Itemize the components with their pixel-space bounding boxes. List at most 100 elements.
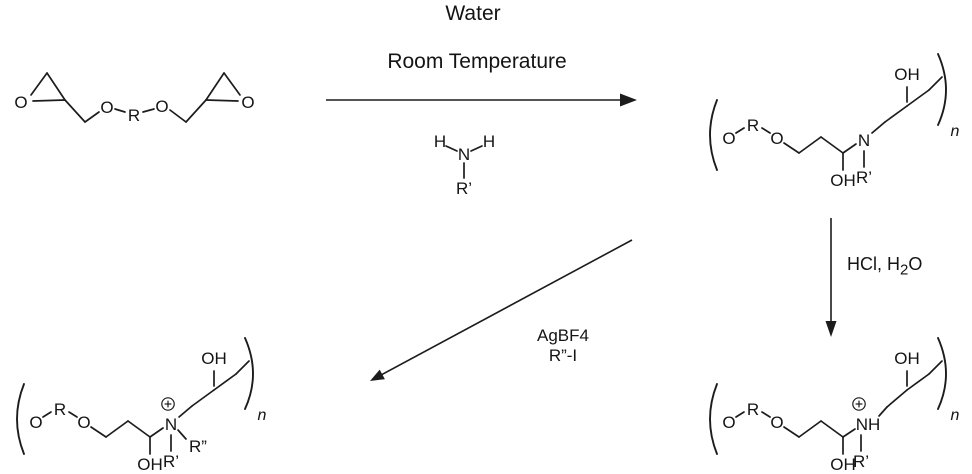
bond — [761, 411, 771, 418]
bond — [213, 373, 237, 391]
bond — [735, 411, 745, 418]
hcl-label-pre: HCl, H — [847, 254, 900, 274]
bond — [842, 143, 857, 154]
bond — [205, 99, 239, 102]
bond — [783, 426, 800, 438]
monomer-diepoxide-structure: O O R O O — [14, 72, 255, 125]
bond — [798, 136, 822, 154]
repeat-subscript-n: n — [951, 123, 960, 140]
bond — [185, 99, 207, 123]
group-oh: OH — [894, 349, 920, 368]
atom-o: O — [770, 129, 783, 148]
group-r-prime: R’ — [456, 179, 472, 198]
atom-n: N — [858, 131, 870, 150]
close-paren — [937, 337, 947, 410]
atom-o: O — [100, 98, 113, 117]
bond — [177, 429, 187, 440]
bond — [105, 420, 129, 438]
reagent-agbf4: AgBF4 — [537, 326, 589, 345]
repeat-subscript-n: n — [951, 407, 960, 424]
reagent-alkyl-iodide: R”-I — [548, 346, 578, 365]
bond — [114, 108, 126, 113]
bond — [842, 428, 856, 438]
arrow-shaft — [380, 239, 633, 376]
arrow-head-icon — [825, 321, 837, 337]
group-oh: OH — [137, 455, 163, 474]
group-r-doubleprime: R” — [189, 437, 207, 456]
open-paren — [709, 383, 718, 455]
bond — [46, 72, 66, 101]
group-r-prime: R’ — [163, 452, 179, 471]
arrow-head-icon — [370, 369, 385, 381]
bond — [798, 420, 822, 438]
bond — [142, 108, 155, 113]
bond — [735, 127, 745, 134]
bond — [928, 76, 943, 91]
group-oh: OH — [201, 349, 227, 368]
hcl-label-sub: 2 — [900, 261, 909, 279]
group-oh: OH — [894, 65, 920, 84]
bond — [191, 389, 215, 407]
condition-solvent: Water — [445, 2, 501, 25]
bond — [127, 420, 151, 438]
atom-o: O — [722, 129, 735, 148]
group-oh: OH — [830, 455, 856, 474]
bond — [871, 121, 886, 134]
reaction-arrow-alkylation — [370, 239, 633, 381]
group-r: R — [747, 400, 759, 419]
bond — [42, 411, 52, 418]
bond — [68, 411, 78, 418]
group-r: R — [54, 400, 66, 419]
atom-h: H — [483, 132, 495, 151]
plus-charge-icon — [852, 397, 866, 411]
bond — [783, 142, 800, 154]
bond — [235, 360, 250, 375]
bond — [884, 105, 908, 123]
bond — [149, 427, 164, 438]
atom-o: O — [14, 93, 27, 112]
open-paren — [709, 99, 718, 171]
reagent-alkylation: AgBF4 R”-I — [537, 326, 589, 366]
atom-h: H — [434, 132, 446, 151]
close-paren — [937, 53, 947, 126]
bond — [886, 389, 908, 408]
polymer-quaternary-structure: O R O OH N R’ R” OH — [16, 337, 267, 474]
reagent-hcl-water: HCl, H2O — [847, 254, 922, 279]
bond — [64, 99, 86, 123]
bond — [30, 72, 48, 96]
atom-o: O — [77, 413, 90, 432]
repeat-subscript-n: n — [258, 407, 267, 424]
atom-o: O — [241, 93, 254, 112]
group-r: R — [128, 106, 140, 125]
hcl-label-post: O — [908, 254, 923, 274]
atom-o: O — [29, 413, 42, 432]
bond — [169, 109, 187, 123]
atom-o: O — [770, 413, 783, 432]
bond — [223, 72, 241, 96]
atom-n: N — [458, 145, 470, 164]
plus-charge-icon — [161, 397, 175, 411]
bond — [32, 99, 66, 102]
atom-o: O — [722, 413, 735, 432]
reaction-arrow-main — [326, 93, 637, 107]
group-r-prime: R’ — [853, 452, 869, 471]
amine-reagent-structure: H N H R’ — [434, 132, 495, 198]
bond — [205, 72, 225, 101]
atom-n-plus: N — [165, 415, 177, 434]
bond — [445, 145, 458, 152]
condition-temperature: Room Temperature — [387, 50, 567, 73]
bond — [878, 406, 888, 417]
arrow-head-icon — [620, 93, 637, 107]
bond — [761, 127, 771, 134]
polymer-amine-structure: O R O OH N R’ OH n — [709, 53, 960, 190]
bond — [90, 426, 107, 438]
close-paren — [244, 337, 254, 410]
bond — [470, 145, 483, 152]
reaction-arrow-hcl — [825, 218, 837, 337]
group-r: R — [747, 116, 759, 135]
bond — [84, 111, 100, 123]
bond — [906, 373, 930, 391]
bond — [928, 360, 943, 375]
